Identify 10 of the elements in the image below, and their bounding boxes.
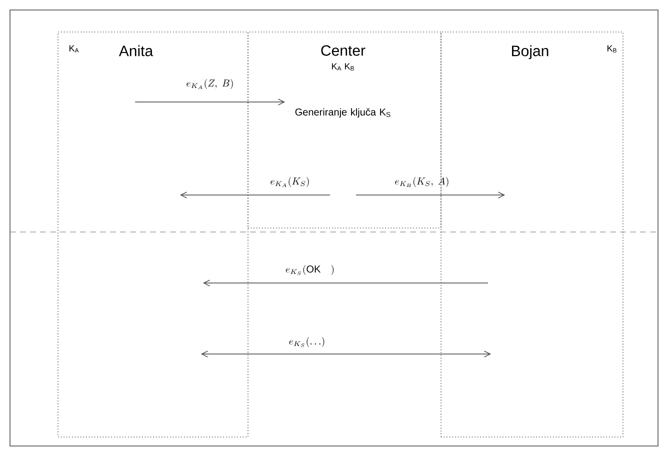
edge-label: $e_{K_S}(\ldots)$ [289,337,324,348]
arrow [180,192,330,198]
edge-label: $e_{K_S}(\mathrm{OK}\quad)$ [286,265,334,276]
edge-label: $e_{K_A}(Z,\ B)$ [186,79,233,89]
arrow [203,280,488,286]
edge-label: $e_{K_B}(K_S,\ A)$ [395,177,448,187]
arrow [356,192,505,198]
arrow [201,350,491,358]
arrow [134,98,285,106]
edge-label: $e_{K_A}(K_S)$ [270,177,309,187]
